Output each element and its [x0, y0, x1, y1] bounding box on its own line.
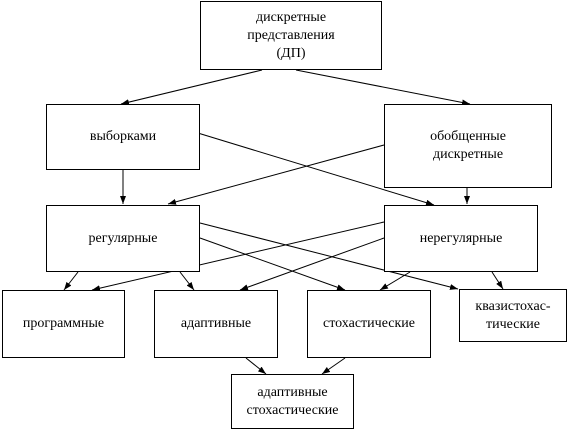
node-quasistochastic: квазистохас- тические	[459, 289, 567, 342]
node-root-line-3: (ДП)	[276, 45, 306, 61]
edge-root-to-generalized	[295, 69, 471, 106]
edge-irregular-to-quasistochastic	[491, 271, 504, 290]
node-samples: выборками	[46, 104, 200, 170]
edge-stochastic-to-adaptive-stochastic	[321, 357, 346, 375]
node-programmed-label: программные	[22, 316, 105, 331]
node-regular-label: регулярные	[88, 230, 158, 246]
edge-irregular-to-adaptive	[239, 237, 385, 291]
node-generalized-line-2: дискретные	[432, 147, 504, 162]
edge-regular-to-quasistochastic	[199, 222, 459, 290]
node-stochastic-label: стохастические	[323, 316, 415, 331]
node-root-line-1: дискретные	[255, 9, 327, 25]
edge-samples-to-irregular	[187, 129, 435, 206]
edge-generalized-to-regular	[167, 144, 385, 205]
node-adaptive: адаптивные	[154, 290, 278, 358]
edge-root-to-samples	[120, 69, 263, 106]
edge-adaptive-to-adaptive-stochastic	[245, 357, 267, 375]
node-stochastic: стохастические	[307, 290, 431, 358]
node-irregular: нерегулярные	[384, 205, 538, 272]
node-root-line-2: представления	[247, 27, 335, 43]
edge-regular-to-adaptive	[179, 271, 195, 291]
node-irregular-label: нерегулярные	[419, 230, 503, 246]
edge-irregular-to-programmed	[91, 221, 385, 292]
edge-regular-to-programmed	[63, 271, 79, 291]
node-adaptive-stochastic: адаптивные стохастические	[231, 374, 354, 429]
node-adaptive-stochastic-line-1: адаптивные	[257, 384, 328, 400]
node-root: дискретные представления (ДП)	[200, 1, 382, 70]
node-samples-label: выборками	[89, 129, 157, 144]
node-generalized-line-1: обобщенные	[430, 129, 506, 144]
node-programmed: программные	[2, 290, 125, 358]
edge-irregular-to-stochastic	[379, 271, 411, 291]
node-adaptive-label: адаптивные	[180, 316, 252, 331]
node-adaptive-stochastic-line-2: стохастические	[246, 402, 339, 418]
node-regular: регулярные	[46, 205, 200, 272]
edge-regular-to-stochastic	[199, 237, 346, 291]
node-quasistochastic-line-2: тические	[486, 316, 540, 332]
node-generalized: обобщенные дискретные	[384, 104, 552, 188]
node-quasistochastic-line-1: квазистохас-	[475, 298, 551, 314]
